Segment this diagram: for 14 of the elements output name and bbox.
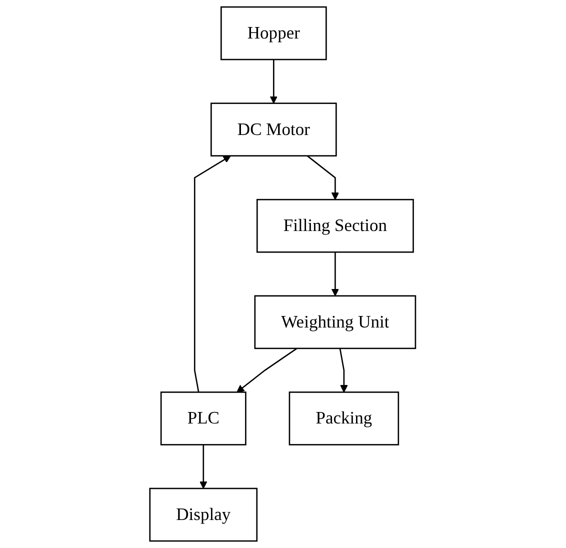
node-box: Filling Section (256, 198, 414, 253)
node-box: DC Motor (210, 102, 338, 156)
arrow (200, 444, 208, 489)
node-box: Display (150, 488, 258, 542)
arrow (236, 348, 298, 393)
arrow (307, 155, 340, 200)
node-box: Weighting Unit (254, 295, 416, 350)
arrow (194, 155, 232, 392)
node-box: Hopper (220, 6, 328, 60)
arrow (270, 60, 278, 104)
arrow (340, 348, 348, 393)
node-box: PLC (160, 392, 247, 446)
arrow (332, 252, 340, 296)
node-box: Packing (289, 392, 400, 446)
